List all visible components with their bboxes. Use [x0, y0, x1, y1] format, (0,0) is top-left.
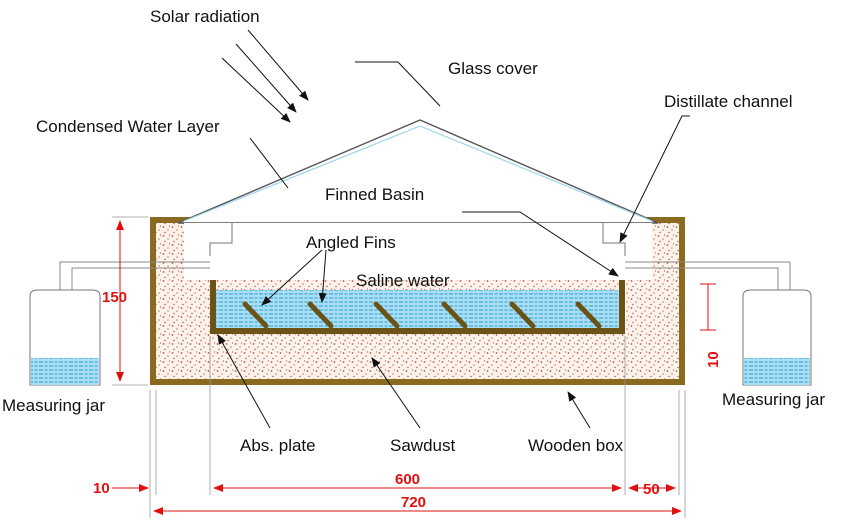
finned-basin [210, 280, 625, 334]
label-glass-cover: Glass cover [448, 59, 538, 78]
measuring-jar-left [29, 289, 101, 386]
label-measuring-jar-right: Measuring jar [722, 390, 825, 409]
angled-fin [373, 301, 400, 329]
label-abs-plate: Abs. plate [240, 436, 316, 455]
label-wooden-box: Wooden box [528, 436, 624, 455]
dimension-lines [112, 220, 716, 515]
distillate-tube-left [59, 261, 210, 296]
dim-basin-600: 600 [395, 471, 420, 488]
angled-fin-leader-2 [318, 249, 327, 303]
dim-total-720: 720 [401, 494, 426, 511]
angled-fin-leader-1 [261, 249, 323, 306]
dim-wall-10: 10 [93, 480, 110, 497]
label-measuring-jar-left: Measuring jar [2, 396, 105, 415]
distillate-tube-right [625, 261, 791, 296]
label-angled-fins: Angled Fins [306, 233, 396, 252]
angled-fins [242, 301, 602, 329]
extension-lines [112, 216, 686, 518]
condensed-water-leader [249, 137, 289, 189]
glass-cover [177, 119, 659, 224]
saline-water [216, 290, 619, 328]
dim-gap-50: 50 [643, 481, 660, 498]
label-sawdust: Sawdust [390, 436, 455, 455]
label-solar-radiation: Solar radiation [150, 7, 260, 26]
solar-radiation-arrows [221, 29, 309, 123]
dim-depth-10: 10 [705, 351, 722, 368]
angled-fin [307, 301, 334, 329]
distillate-channel-left [209, 223, 233, 256]
angled-fin [242, 301, 269, 329]
abs-plate-leader [217, 334, 271, 429]
sawdust-leader [371, 357, 421, 429]
label-condensed-water-layer: Condensed Water Layer [36, 117, 220, 136]
distillate-channel-leader [619, 115, 690, 243]
leader-lines [217, 61, 690, 429]
angled-fin [575, 301, 602, 329]
distillate-channel-right [602, 223, 626, 256]
finned-basin-leader [462, 211, 619, 277]
condensed-water-layer [183, 125, 653, 222]
dim-height-150: 150 [102, 289, 127, 306]
label-finned-basin: Finned Basin [325, 185, 424, 204]
label-distillate-channel: Distillate channel [664, 92, 793, 111]
angled-fin [441, 301, 468, 329]
label-saline-water: Saline water [356, 271, 450, 290]
angled-fin [509, 301, 536, 329]
glass-cover-leader [355, 61, 441, 107]
measuring-jar-right [742, 289, 812, 386]
wooden-box-leader [567, 391, 591, 429]
